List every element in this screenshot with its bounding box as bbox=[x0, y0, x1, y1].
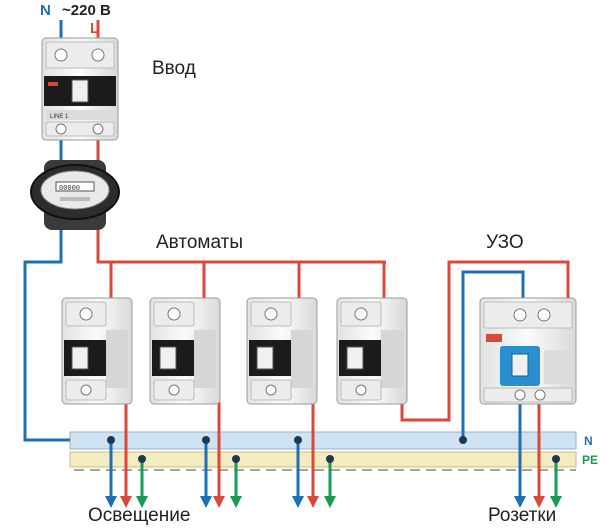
n-busbar bbox=[69, 431, 577, 450]
electric-meter-icon bbox=[30, 160, 120, 230]
meter-display: 00000 bbox=[59, 185, 80, 193]
breakers-label: Автоматы bbox=[156, 232, 243, 253]
busbars bbox=[69, 431, 577, 471]
rcd-device-icon bbox=[479, 297, 577, 405]
supply-voltage-label: ~220 В bbox=[62, 2, 111, 19]
bus-n-label: N bbox=[584, 434, 593, 448]
sockets-label: Розетки bbox=[488, 505, 557, 526]
supply-label-l: L bbox=[90, 20, 100, 37]
supply-voltage-value: ~220 bbox=[62, 2, 96, 19]
supply-wires bbox=[23, 20, 570, 442]
pe-busbar bbox=[69, 451, 577, 468]
bus-pe-label: PE bbox=[582, 453, 599, 467]
input-label: Ввод bbox=[152, 58, 196, 79]
breaker-2-icon bbox=[149, 297, 221, 405]
breaker-1-icon bbox=[61, 297, 133, 405]
supply-label-n: N bbox=[40, 2, 51, 19]
junction-dots bbox=[107, 436, 560, 463]
lighting-label: Освещение bbox=[88, 505, 191, 526]
input-breaker-icon bbox=[41, 37, 119, 141]
supply-voltage-unit: В bbox=[99, 2, 111, 19]
breaker-3-icon bbox=[246, 297, 318, 405]
breaker-4-icon bbox=[336, 297, 408, 405]
output-wires bbox=[105, 402, 562, 508]
rcd-label: УЗО bbox=[486, 232, 524, 253]
input-breaker-marking: LINE 1 bbox=[50, 114, 69, 120]
